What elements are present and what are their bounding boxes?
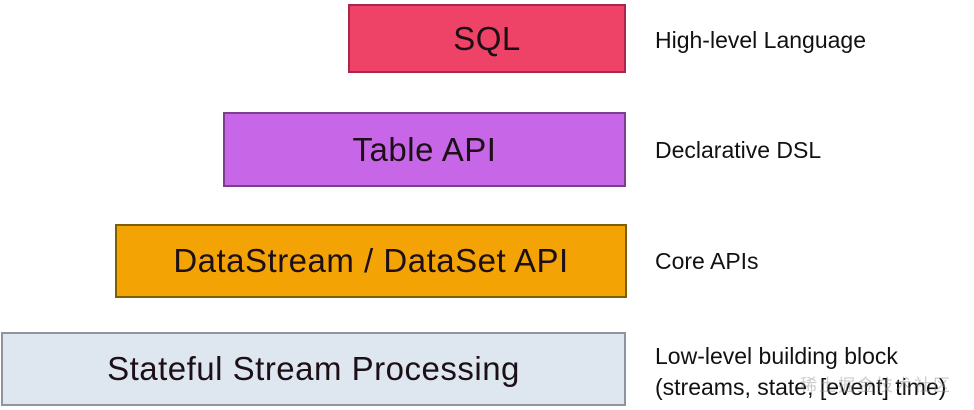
note-high-level-language: High-level Language	[655, 27, 866, 53]
layer-sql-label: SQL	[453, 19, 521, 57]
note-low-level-line2: (streams, state, [event] time)	[655, 374, 947, 400]
layer-stateful-stream-processing-label: Stateful Stream Processing	[107, 350, 520, 387]
layer-table-api: Table API	[223, 112, 626, 187]
note-core-apis: Core APIs	[655, 248, 759, 274]
layer-stateful-stream-processing: Stateful Stream Processing	[1, 332, 626, 406]
note-low-level-building-block: Low-level building block (streams, state…	[655, 341, 946, 403]
layer-datastream-dataset-api: DataStream / DataSet API	[115, 224, 627, 298]
layer-datastream-dataset-api-label: DataStream / DataSet API	[173, 242, 569, 279]
note-low-level-line1: Low-level building block	[655, 343, 898, 369]
layer-table-api-label: Table API	[352, 130, 497, 168]
note-declarative-dsl: Declarative DSL	[655, 137, 822, 163]
layer-sql: SQL	[348, 4, 626, 73]
